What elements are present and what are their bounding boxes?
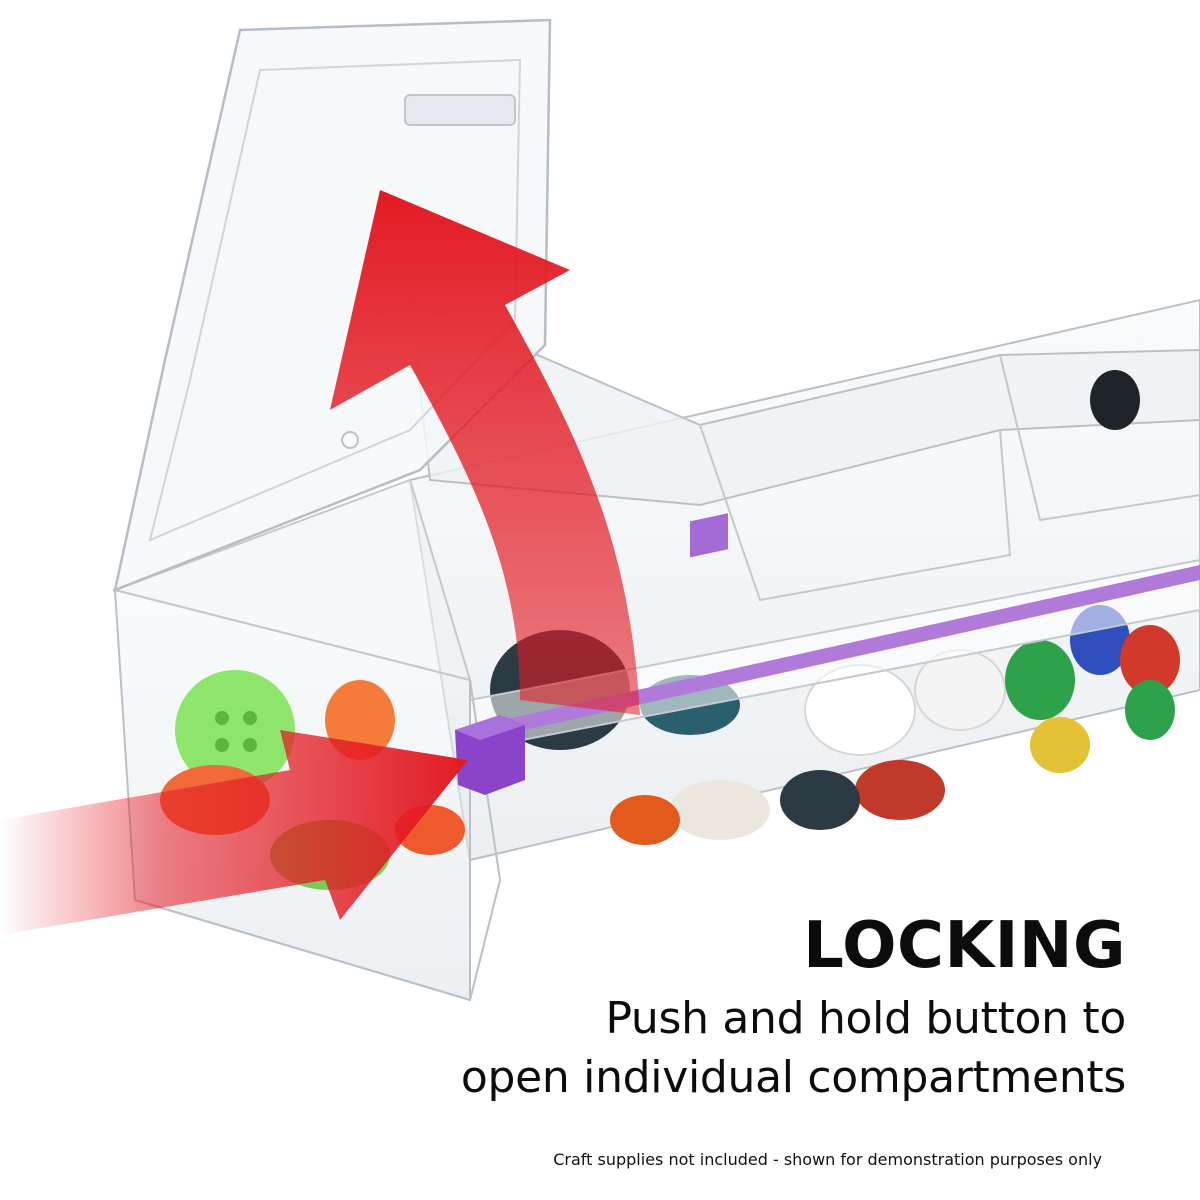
lid-open-arrow (330, 190, 640, 715)
feature-description-line-1: Push and hold button to (605, 993, 1126, 1044)
disclaimer-note: Craft supplies not included - shown for … (553, 1150, 1102, 1169)
feature-title: LOCKING (803, 909, 1126, 983)
open-lid (113, 18, 552, 593)
organizer-body (408, 298, 1200, 862)
lock-button (455, 715, 525, 795)
feature-description-line-2: open individual compartments (460, 1052, 1126, 1103)
push-arrow (0, 730, 468, 935)
